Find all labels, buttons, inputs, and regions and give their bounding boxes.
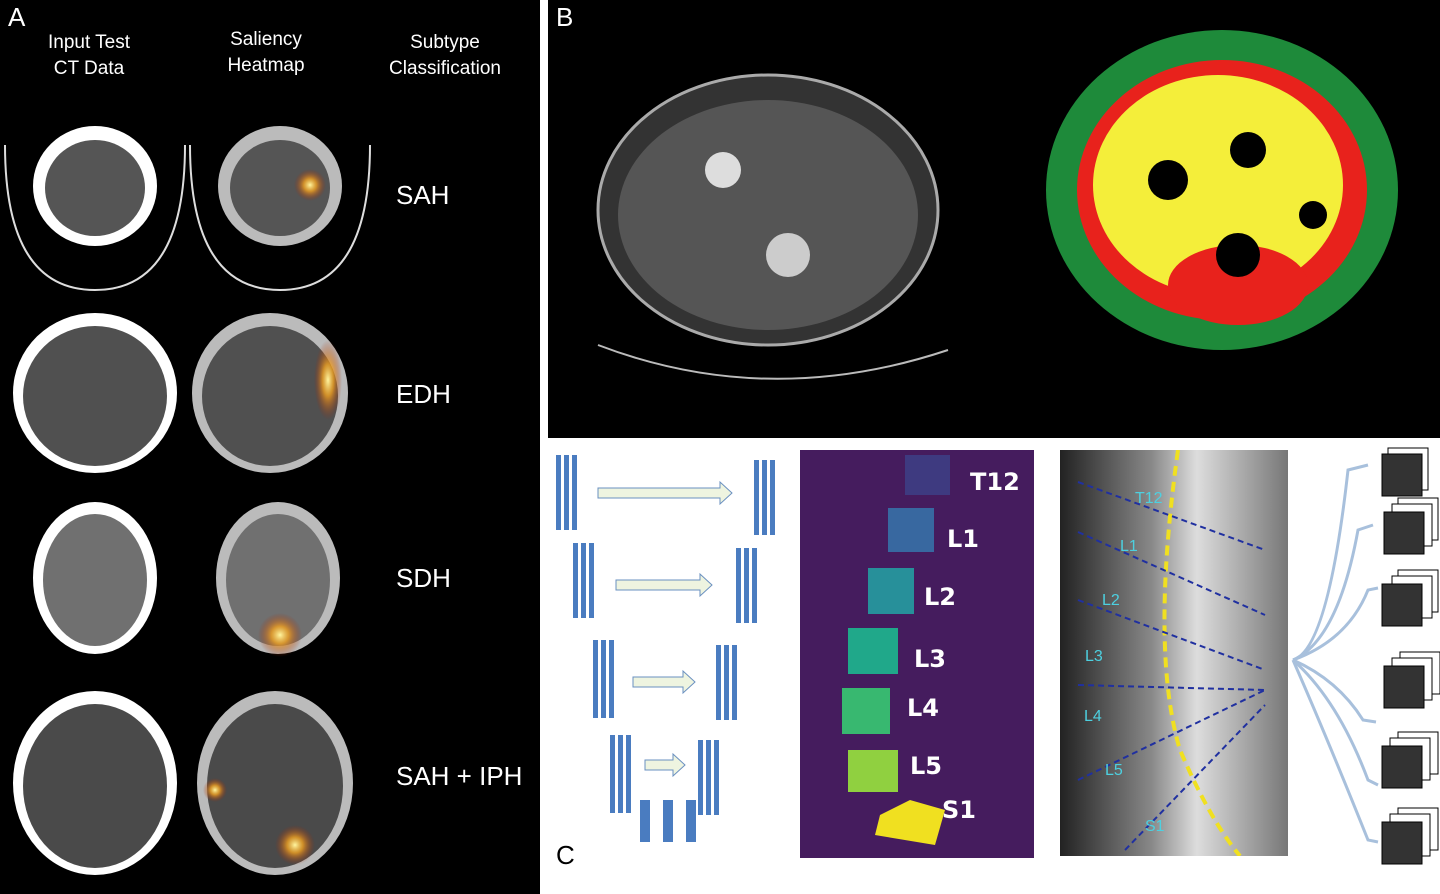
header-saliency: Saliency Heatmap <box>227 29 305 76</box>
vertebra-label-l2: L2 <box>924 583 956 611</box>
header-classification: Subtype Classification <box>389 32 501 79</box>
class-label-sah: SAH <box>396 180 450 210</box>
mri-sagittal-image: T12 L1 L2 L3 L4 L5 S1 <box>1060 450 1288 856</box>
mri-label-s1: S1 <box>1145 818 1165 835</box>
panel-label-a: A <box>0 0 34 35</box>
vertebra-label-l4: L4 <box>907 694 939 722</box>
vertebra-label-l5: L5 <box>910 752 942 780</box>
row-edh-images <box>13 313 348 473</box>
axial-slice-stacks <box>1291 447 1440 865</box>
panel-label-b: B <box>548 0 582 35</box>
panel-label-c: C <box>556 840 575 870</box>
mri-label-t12: T12 <box>1135 490 1163 507</box>
mri-label-l2: L2 <box>1102 592 1120 609</box>
mri-label-l1: L1 <box>1120 538 1138 555</box>
ct-brain-images <box>4 126 371 875</box>
row-sah-images <box>4 126 371 292</box>
panel-c: C T12 L1 L2 L3 L4 L5 S1 T12 L1 L2 L3 L4 <box>548 440 1440 894</box>
row-sdh-images <box>33 502 340 657</box>
segmentation-map <box>1046 30 1398 350</box>
unet-diagram <box>556 455 775 842</box>
header-input: Input Test CT Data <box>47 32 131 79</box>
panel-a: A Input Test CT Data Saliency Heatmap Su… <box>0 0 540 894</box>
panel-b: B <box>548 0 1440 438</box>
mri-label-l3: L3 <box>1085 648 1103 665</box>
row-sah-iph-images <box>13 691 353 875</box>
mri-label-l4: L4 <box>1084 708 1102 725</box>
mri-label-l5: L5 <box>1105 762 1123 779</box>
vertebra-label-s1: S1 <box>942 796 976 824</box>
class-label-sdh: SDH <box>396 563 451 593</box>
abdominal-ct-scan <box>596 73 949 380</box>
abdominal-ct-images <box>596 30 1398 380</box>
vertebra-label-l3: L3 <box>914 645 946 673</box>
class-label-sah-iph: SAH + IPH <box>396 761 523 791</box>
class-label-edh: EDH <box>396 379 451 409</box>
vertebra-segmentation: T12 L1 L2 L3 L4 L5 S1 <box>800 450 1034 858</box>
vertebra-label-l1: L1 <box>947 525 979 553</box>
vertebra-label-t12: T12 <box>970 468 1020 496</box>
